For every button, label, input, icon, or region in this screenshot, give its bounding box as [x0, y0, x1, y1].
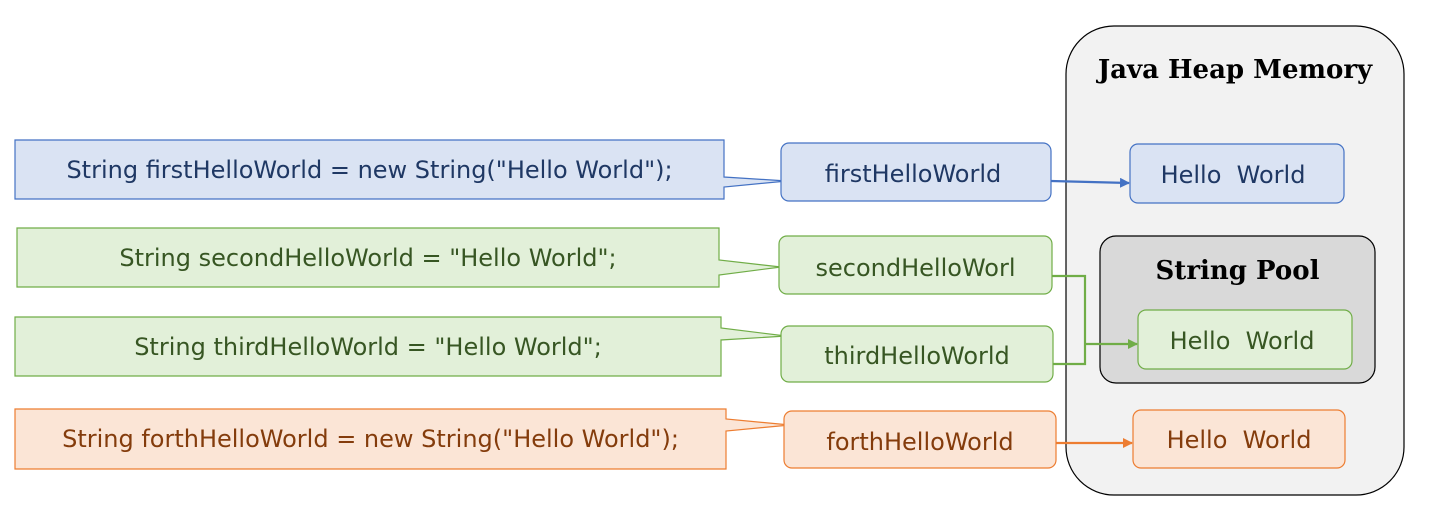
- ref-label-second: secondHelloWorl: [815, 254, 1016, 282]
- code-callout-forth: [14, 408, 791, 470]
- code-text-third: String thirdHelloWorld = "Hello World";: [134, 332, 602, 361]
- ref-box-forth: [783, 410, 1057, 469]
- ref-box-first: [780, 142, 1052, 202]
- heap-object-first-label: Hello World: [1160, 160, 1306, 189]
- ref-label-third: thirdHelloWorld: [824, 342, 1010, 370]
- pool-object-label: Hello World: [1169, 326, 1315, 355]
- pool-object: [1137, 309, 1353, 370]
- connector-third: [1053, 344, 1087, 366]
- ref-label-first: firstHelloWorld: [824, 160, 1002, 188]
- code-callout-second: [16, 227, 782, 288]
- heap-object-forth-label: Hello World: [1166, 426, 1312, 454]
- code-text-forth: String forthHelloWorld = new String("Hel…: [62, 425, 679, 453]
- code-text-first: String firstHelloWorld = new String("Hel…: [66, 155, 673, 184]
- ref-box-second: [778, 235, 1053, 295]
- arrow-first: [1050, 177, 1130, 188]
- heap-object-forth: [1132, 409, 1346, 469]
- ref-label-forth: forthHelloWorld: [826, 427, 1014, 456]
- code-text-second: String secondHelloWorld = "Hello World";: [119, 243, 617, 272]
- connector-second: [1052, 274, 1087, 344]
- heap-object-first: [1129, 143, 1345, 204]
- code-callout-third: [14, 316, 787, 377]
- code-callout-first: [14, 139, 788, 200]
- heap-title: Java Heap Memory: [1097, 55, 1373, 85]
- ref-box-third: [780, 325, 1054, 383]
- pool-title: String Pool: [1155, 256, 1320, 286]
